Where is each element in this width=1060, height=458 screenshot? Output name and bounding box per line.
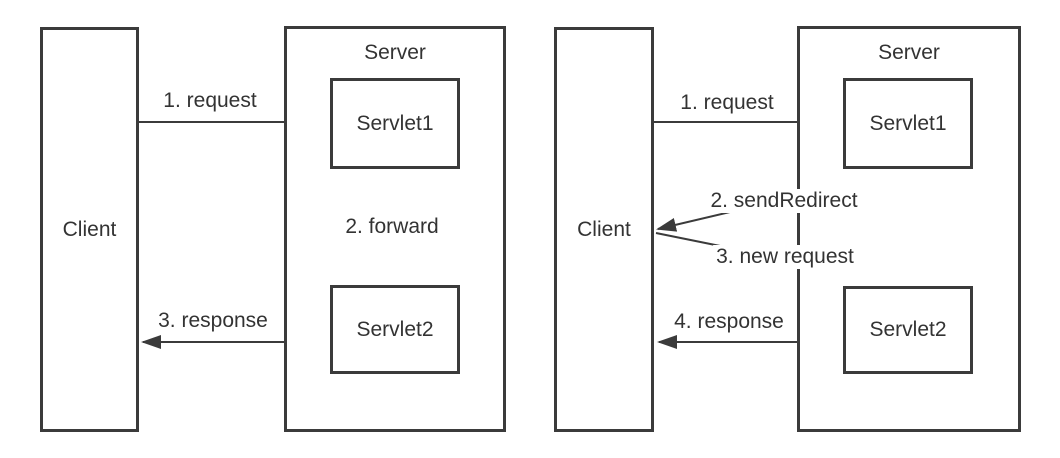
servlet2-box: Servlet2 — [330, 285, 460, 374]
servlet1-label: Servlet1 — [869, 111, 947, 135]
servlet2-label: Servlet2 — [356, 317, 434, 341]
servlet1-box: Servlet1 — [843, 78, 973, 169]
forward-step-label: 2. forward — [342, 215, 442, 239]
servlet2-box: Servlet2 — [843, 286, 973, 374]
response-step-label: 3. response — [155, 309, 271, 333]
server-label: Server — [878, 41, 940, 64]
client-box: Client — [554, 27, 654, 432]
client-label: Client — [62, 217, 117, 241]
newrequest-step-label: 3. new request — [713, 245, 857, 269]
servlet2-label: Servlet2 — [869, 318, 947, 341]
servlet1-box: Servlet1 — [330, 78, 460, 169]
response-step-label: 4. response — [671, 310, 787, 334]
sendredirect-step-label: 2. sendRedirect — [707, 189, 861, 213]
client-box: Client — [40, 27, 139, 432]
request-step-label: 1. request — [160, 89, 260, 113]
request-step-label: 1. request — [677, 91, 777, 115]
client-label: Client — [577, 217, 631, 241]
servlet1-label: Servlet1 — [356, 111, 434, 135]
server-label: Server — [364, 41, 426, 64]
